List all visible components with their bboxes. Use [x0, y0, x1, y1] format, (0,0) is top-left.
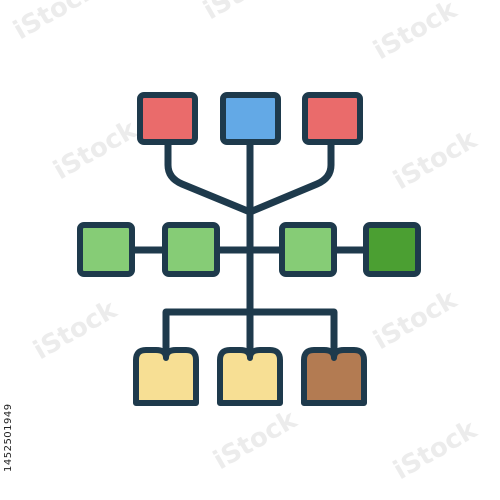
bottom-node [301, 347, 367, 406]
connector-line [164, 136, 254, 216]
bottom-node [133, 347, 199, 406]
bottom-node [217, 347, 283, 406]
top-node [137, 92, 198, 145]
middle-node [363, 222, 421, 277]
top-node [302, 92, 363, 145]
connector-line [162, 308, 338, 354]
middle-node [162, 222, 220, 277]
middle-node [77, 222, 135, 277]
top-node [220, 92, 281, 145]
middle-node [279, 222, 337, 277]
stock-id-label: 1452501949 [3, 403, 14, 472]
connector-line [246, 136, 335, 216]
